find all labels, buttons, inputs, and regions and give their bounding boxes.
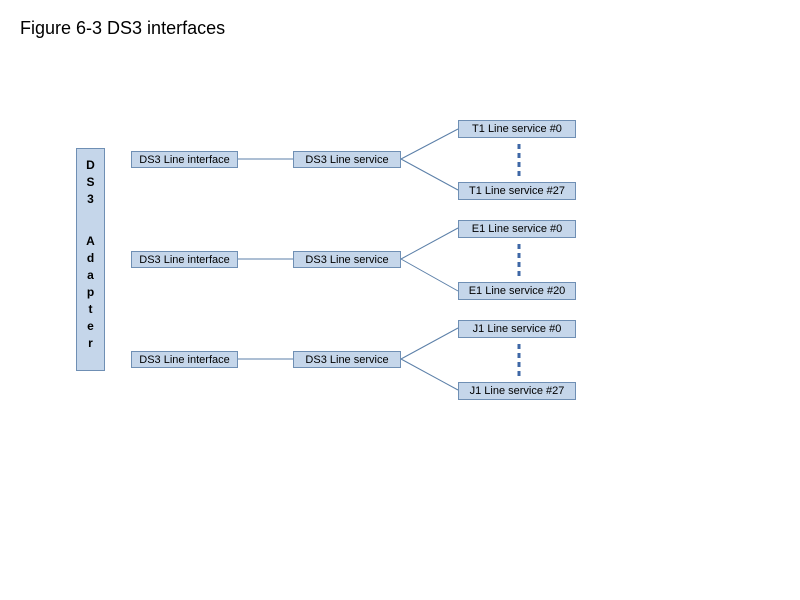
ds3-line-service-box: DS3 Line service <box>293 351 401 368</box>
ds3-line-interface-box: DS3 Line interface <box>131 251 238 268</box>
j1-line-service-first-box: J1 Line service #0 <box>458 320 576 338</box>
j1-line-service-last-box: J1 Line service #27 <box>458 382 576 400</box>
adapter-letter: p <box>86 285 95 299</box>
ds3-line-service-box: DS3 Line service <box>293 151 401 168</box>
connector-service-to-e1-last <box>400 258 459 292</box>
ds3-line-interface-box: DS3 Line interface <box>131 351 238 368</box>
adapter-label-bottom: A d a p t e r <box>77 233 104 352</box>
adapter-letter: S <box>86 175 95 189</box>
connector-service-to-e1-first <box>400 227 459 260</box>
adapter-letter: e <box>87 319 94 333</box>
connector-service-to-j1-last <box>400 358 459 391</box>
e1-line-service-last-box: E1 Line service #20 <box>458 282 576 300</box>
t1-line-service-last-box: T1 Line service #27 <box>458 182 576 200</box>
adapter-letter: a <box>87 268 94 282</box>
ds3-line-interface-box: DS3 Line interface <box>131 151 238 168</box>
ds3-adapter-box: D S 3 A d a p t e r <box>76 148 105 371</box>
adapter-letter: 3 <box>87 192 94 206</box>
adapter-letter: A <box>86 234 95 248</box>
adapter-label-top: D S 3 <box>77 157 104 208</box>
ds3-line-service-box: DS3 Line service <box>293 251 401 268</box>
adapter-letter: D <box>86 158 95 172</box>
e1-line-service-first-box: E1 Line service #0 <box>458 220 576 238</box>
connector-service-to-t1-last <box>400 158 459 191</box>
adapter-letter: d <box>86 251 95 265</box>
connector-service-to-t1-first <box>400 128 459 160</box>
adapter-letter: t <box>88 302 93 316</box>
adapter-letter: r <box>88 336 93 350</box>
figure-title: Figure 6-3 DS3 interfaces <box>20 18 226 38</box>
t1-line-service-first-box: T1 Line service #0 <box>458 120 576 138</box>
connector-service-to-j1-first <box>400 327 459 360</box>
